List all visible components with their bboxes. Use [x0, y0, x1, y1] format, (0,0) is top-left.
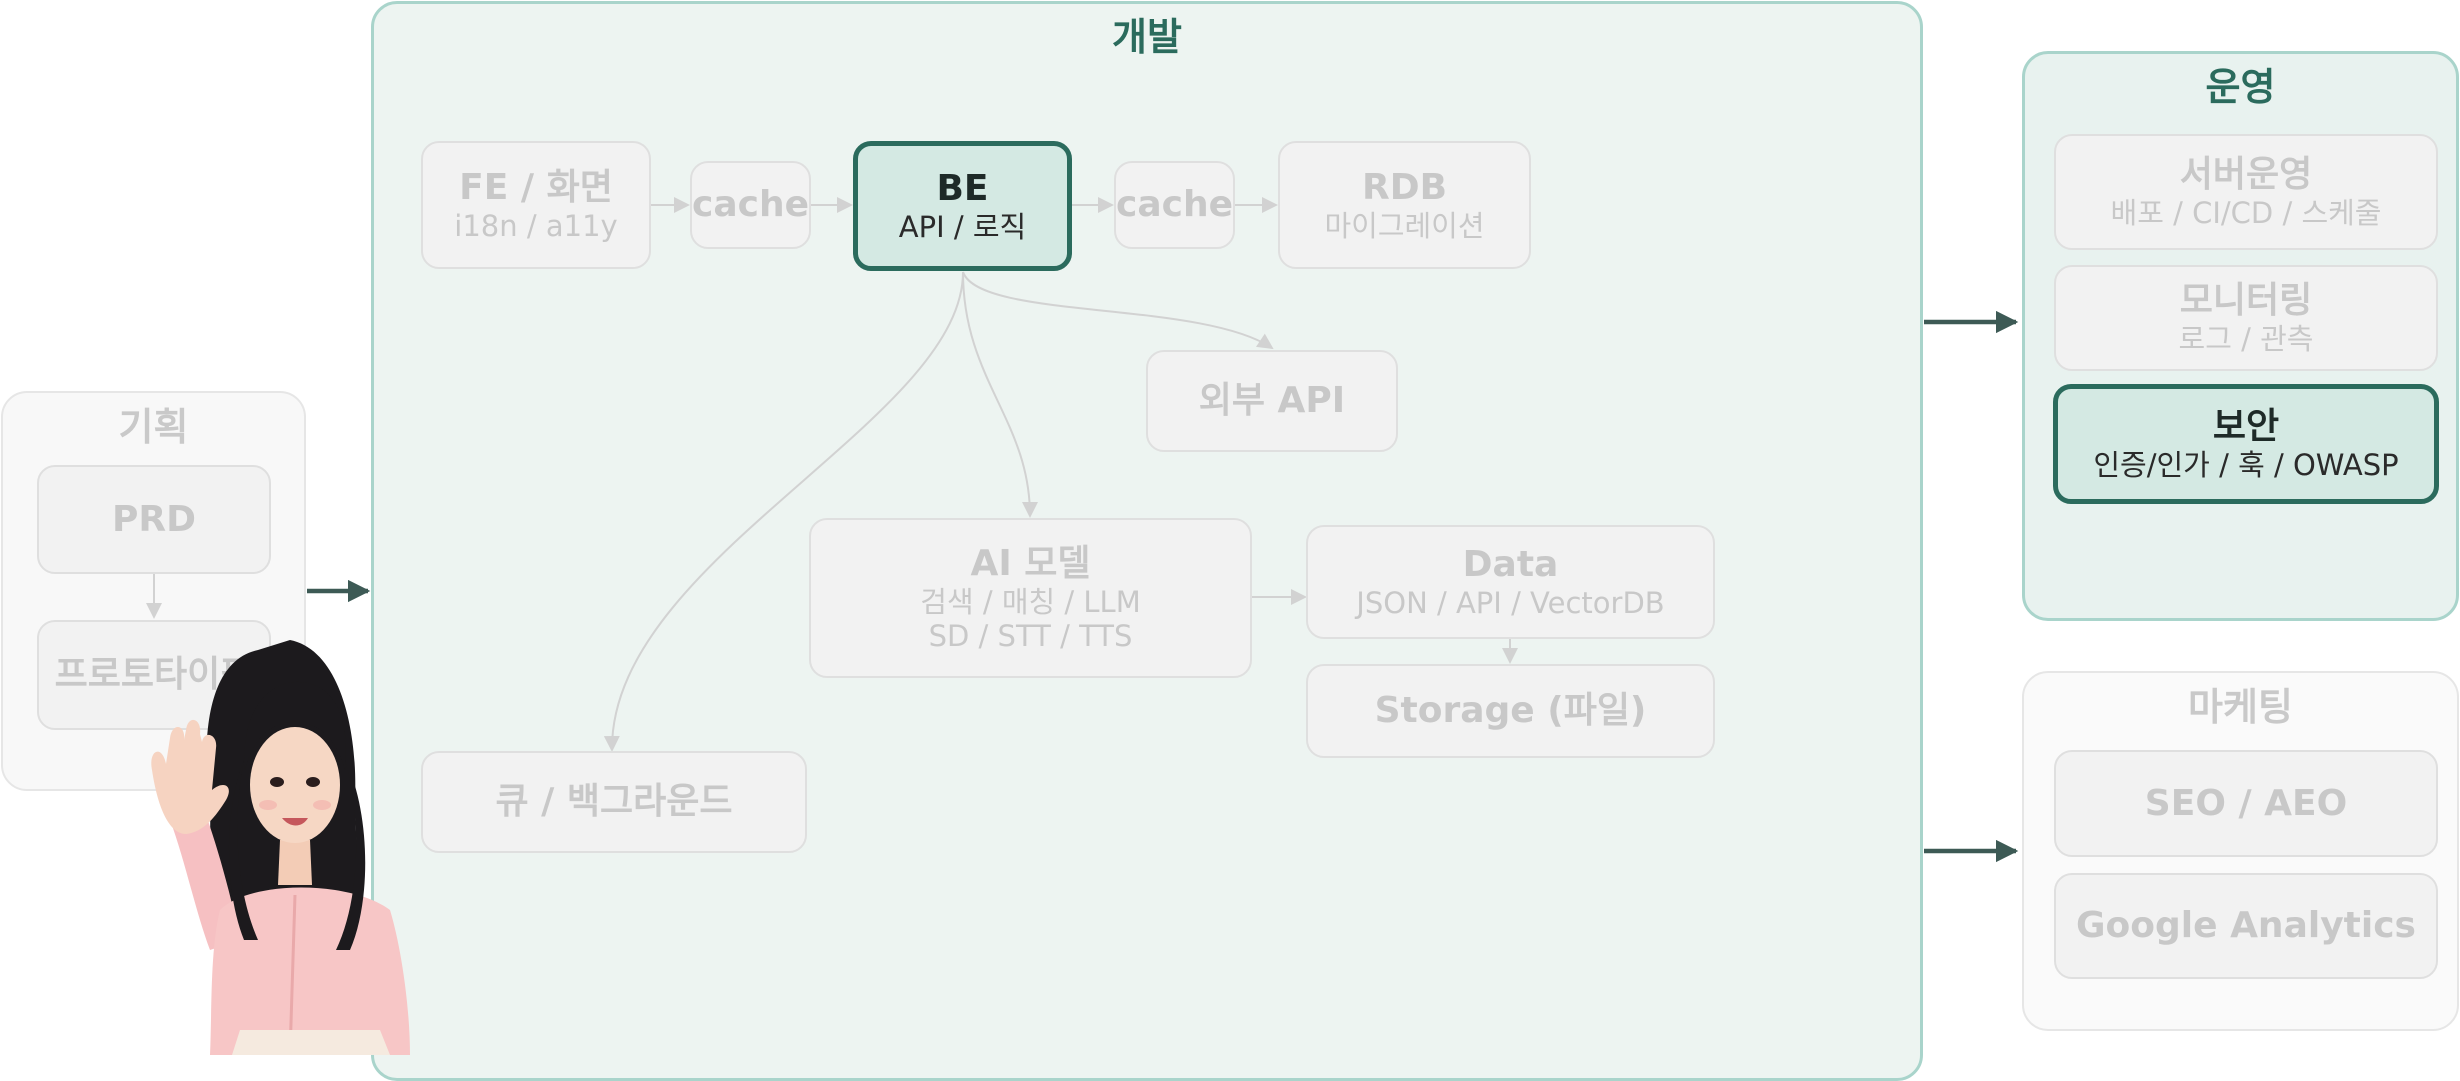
external-api-title: 외부 API: [1198, 380, 1346, 421]
arrow-be-ai-model: [962, 271, 1038, 518]
fe-node-subtitle: i18n / a11y: [454, 209, 618, 243]
ga-node[interactable]: Google Analytics: [2054, 873, 2438, 979]
fe-node-title: FE / 화면: [459, 167, 613, 208]
arrow-be-external-api: [962, 271, 1274, 350]
cache-left-title: cache: [691, 184, 810, 225]
ai-model-subtitle-2: SD / STT / TTS: [928, 619, 1133, 653]
ai-model-title: AI 모델: [970, 543, 1091, 584]
arrow-be-queue: [603, 271, 964, 752]
connector-layer: [146, 197, 2019, 863]
group-marketing-title: 마케팅: [2188, 685, 2293, 729]
server-ops-subtitle: 배포 / CI/CD / 스케줄: [2110, 196, 2382, 230]
monitoring-subtitle: 로그 / 관측: [2178, 322, 2314, 356]
monitoring-node[interactable]: 모니터링 로그 / 관측: [2054, 265, 2438, 371]
storage-node[interactable]: Storage (파일): [1306, 664, 1715, 758]
security-title: 보안: [2212, 406, 2280, 447]
monitoring-title: 모니터링: [2179, 280, 2313, 321]
group-plan-title: 기획: [118, 405, 189, 449]
group-ops-title: 운영: [2205, 65, 2276, 109]
security-subtitle: 인증/인가 / 훅 / OWASP: [2093, 448, 2399, 482]
storage-node-title: Storage (파일): [1374, 690, 1647, 731]
ai-model-node[interactable]: AI 모델 검색 / 매칭 / LLM SD / STT / TTS: [809, 518, 1252, 678]
server-ops-title: 서버운영: [2179, 154, 2313, 195]
rdb-node[interactable]: RDB 마이그레이션: [1278, 141, 1531, 269]
external-api-node[interactable]: 외부 API: [1146, 350, 1398, 452]
be-node[interactable]: BE API / 로직: [853, 141, 1072, 271]
server-ops-node[interactable]: 서버운영 배포 / CI/CD / 스케줄: [2054, 134, 2438, 250]
group-dev-title: 개발: [1112, 15, 1182, 59]
data-node-title: Data: [1462, 544, 1559, 585]
data-node[interactable]: Data JSON / API / VectorDB: [1306, 525, 1715, 639]
prd-node[interactable]: PRD: [37, 465, 271, 574]
cache-left-node[interactable]: cache: [690, 161, 811, 249]
rdb-node-subtitle: 마이그레이션: [1324, 209, 1485, 243]
cache-right-node[interactable]: cache: [1114, 161, 1235, 249]
waving-woman-illustration: [151, 640, 410, 1055]
ga-title: Google Analytics: [2076, 905, 2416, 946]
be-node-subtitle: API / 로직: [898, 210, 1027, 244]
seo-title: SEO / AEO: [2144, 782, 2348, 824]
queue-node[interactable]: 큐 / 백그라운드: [421, 751, 807, 853]
queue-node-title: 큐 / 백그라운드: [495, 781, 733, 822]
cache-right-title: cache: [1115, 184, 1234, 225]
security-node[interactable]: 보안 인증/인가 / 훅 / OWASP: [2053, 384, 2439, 504]
prd-title: PRD: [112, 498, 196, 540]
rdb-node-title: RDB: [1361, 167, 1448, 208]
fe-node[interactable]: FE / 화면 i18n / a11y: [421, 141, 651, 269]
ai-model-subtitle-1: 검색 / 매칭 / LLM: [920, 585, 1141, 619]
seo-node[interactable]: SEO / AEO: [2054, 750, 2438, 857]
be-node-title: BE: [936, 168, 989, 209]
data-node-subtitle: JSON / API / VectorDB: [1356, 586, 1665, 620]
